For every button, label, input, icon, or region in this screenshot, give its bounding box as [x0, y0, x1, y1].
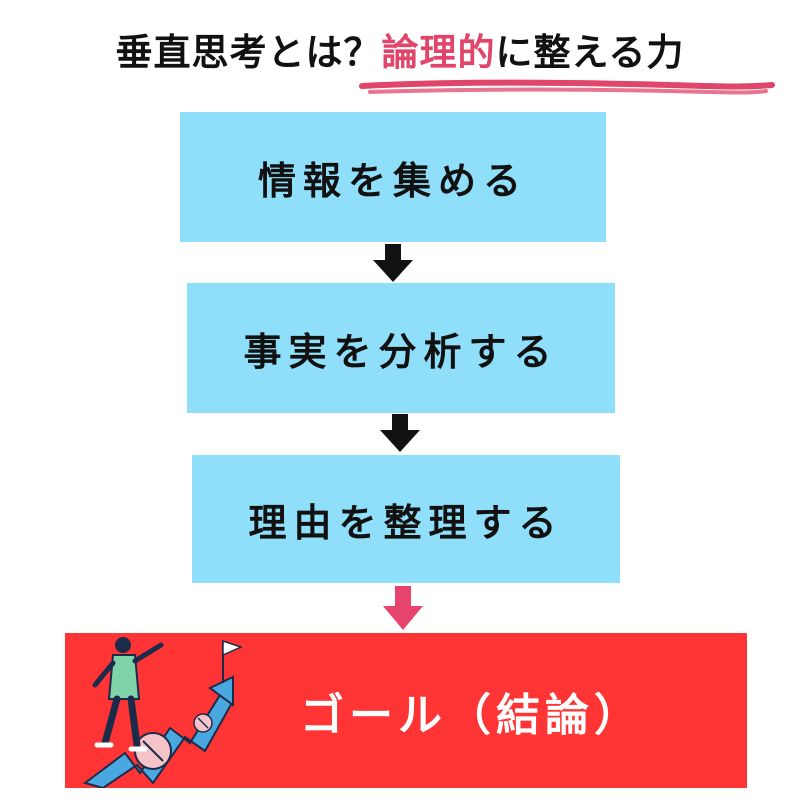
title-prefix: 垂直思考とは？	[115, 31, 382, 74]
step-box-1: 情報を集める	[180, 112, 606, 242]
step-label-3: 理由を整理する	[248, 500, 564, 545]
goal-box: ゴール（結論）	[65, 633, 747, 788]
title-suffix: に整える力	[495, 31, 685, 74]
title-highlight-underline	[359, 79, 775, 95]
step-label-1: 情報を集める	[257, 158, 528, 203]
title-accent: 論理的	[381, 31, 496, 74]
diagram-title: 垂直思考とは？論理的に整える力	[0, 22, 800, 76]
goal-label: ゴール（結論）	[300, 689, 643, 741]
step-label-2: 事実を分析する	[243, 329, 559, 374]
climbing-person-illustration-icon	[82, 637, 244, 788]
arrow-down-pink-icon	[383, 586, 423, 630]
step-box-2: 事実を分析する	[187, 283, 615, 413]
step-box-3: 理由を整理する	[192, 455, 620, 583]
arrow-down-icon	[373, 244, 413, 282]
arrow-down-icon	[380, 414, 420, 452]
